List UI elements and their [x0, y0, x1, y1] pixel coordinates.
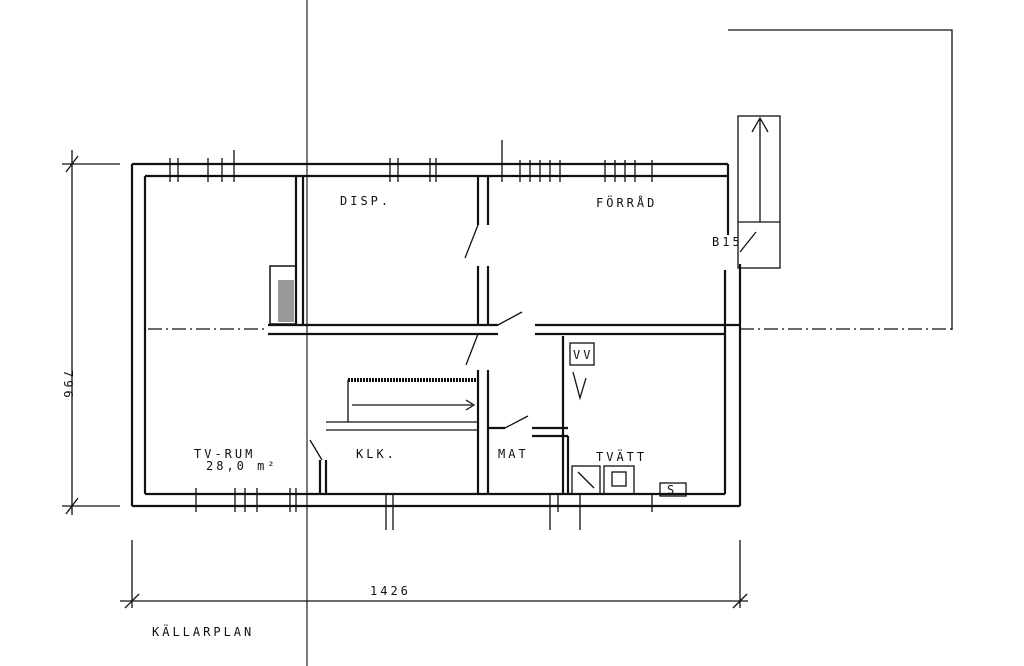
dimension-height: 796 — [61, 370, 75, 401]
kitchen-counter — [326, 378, 478, 431]
laundry-sink — [571, 465, 601, 495]
room-label-mat: MAT — [498, 447, 529, 461]
s-label: S — [667, 483, 677, 497]
interior-walls — [268, 176, 740, 494]
room-label-klk: KLK. — [356, 447, 397, 461]
water-heater — [569, 342, 595, 366]
room-label-tv-rum: TV-RUM — [194, 447, 255, 461]
room-area-tv-rum: 28,0 m² — [206, 459, 278, 473]
room-label-b15: B15 — [712, 235, 743, 249]
room-label-tvatt: TVÄTT — [596, 449, 647, 464]
dimension-width: 1426 — [370, 584, 411, 598]
room-label-forrad: FÖRRÅD — [596, 194, 657, 210]
door-swings — [309, 224, 757, 461]
window-marks — [169, 140, 653, 530]
room-label-disp: DISP. — [340, 194, 391, 208]
s-box — [659, 482, 687, 497]
exterior-stair — [728, 29, 953, 330]
plan-title: KÄLLARPLAN — [152, 624, 254, 639]
vv-label: VV — [573, 348, 593, 362]
washing-machine — [603, 465, 635, 495]
dimension-lines — [62, 150, 748, 609]
chimney — [269, 265, 297, 325]
water-heater-pipe — [572, 371, 587, 401]
chimney-hatch — [278, 280, 294, 322]
